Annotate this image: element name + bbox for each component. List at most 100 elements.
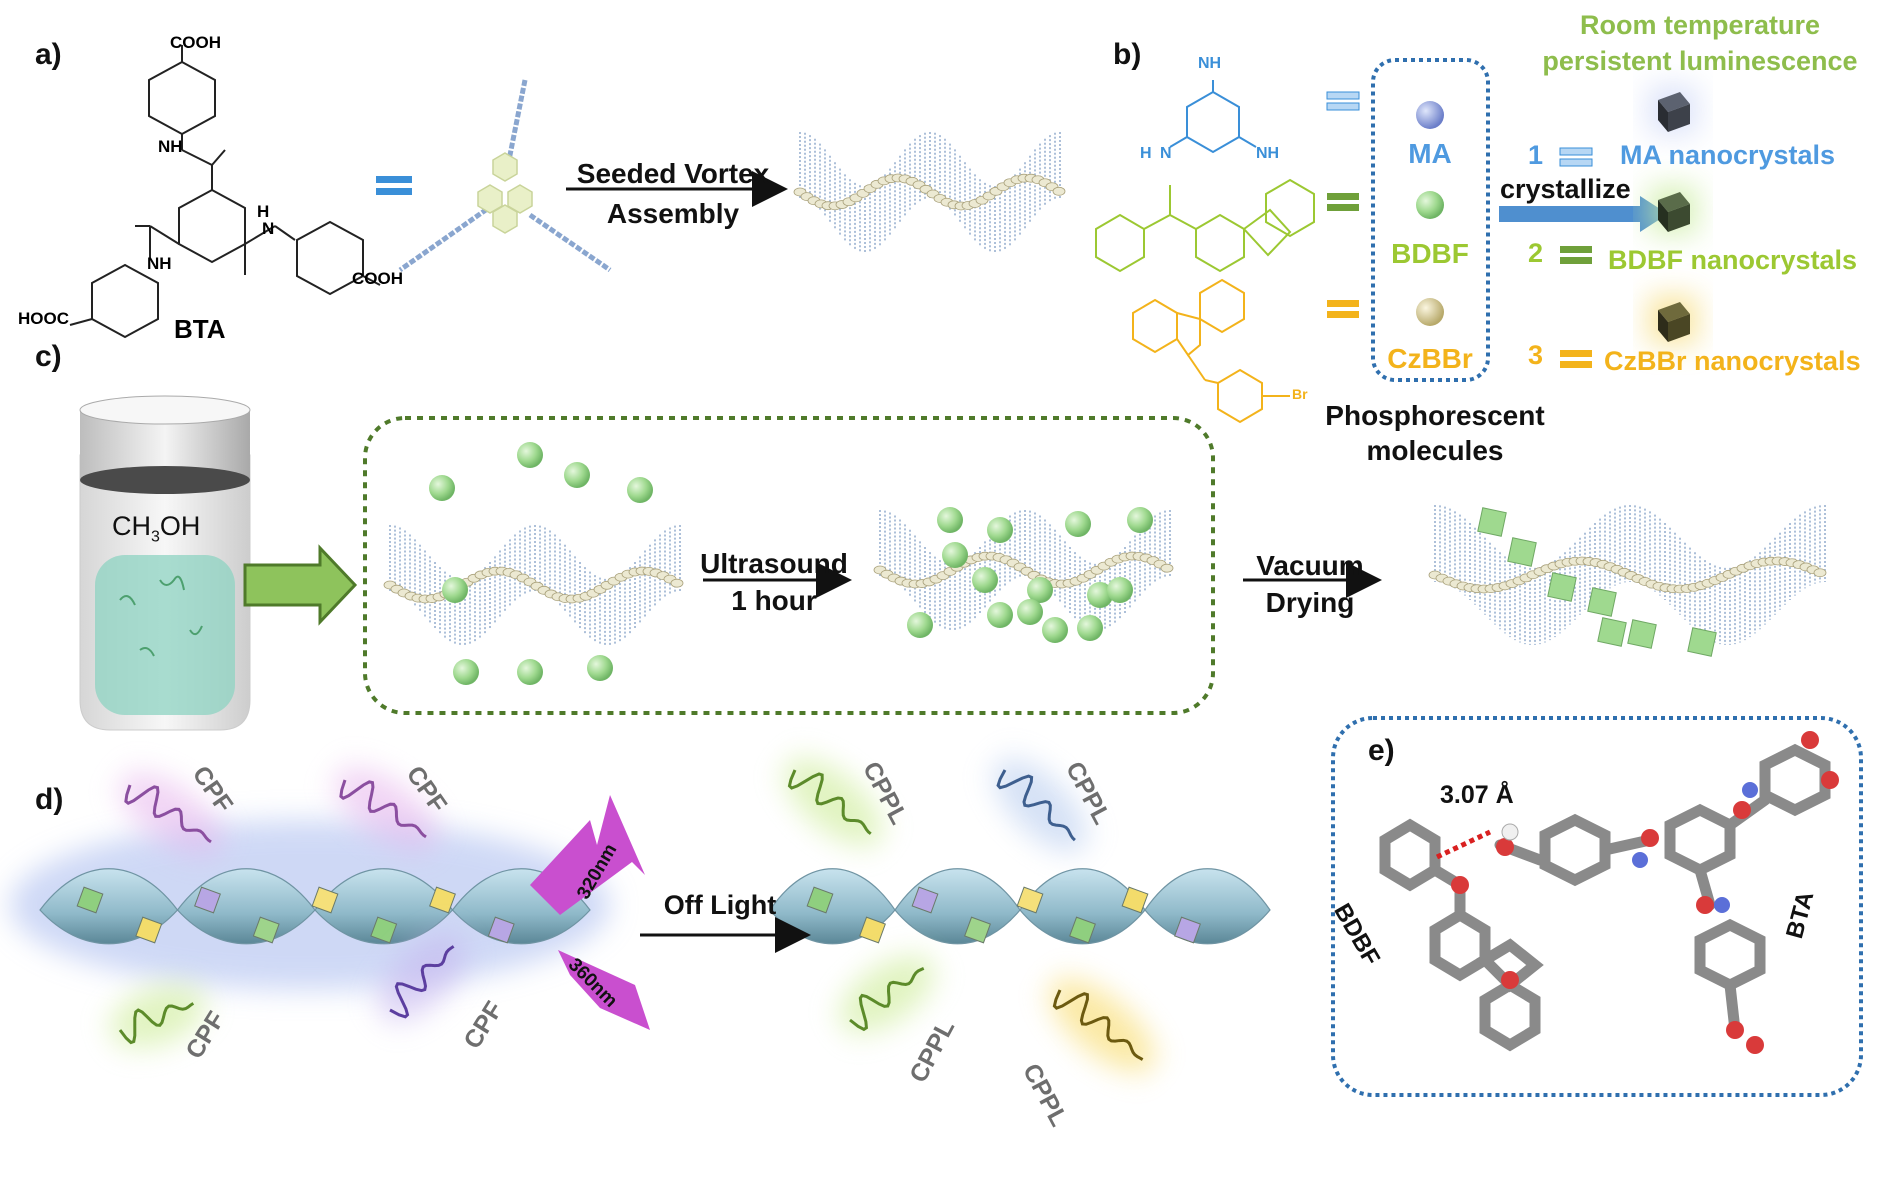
nanocrystal-cube xyxy=(1687,627,1717,657)
molecule-ball xyxy=(442,577,468,603)
ma-nh2-right: NH xyxy=(1256,145,1280,162)
ma-h2n-left-h: H xyxy=(1140,145,1152,162)
molecule-ball xyxy=(1065,511,1091,537)
bta-cooh-top: COOH xyxy=(170,33,221,52)
molecule-ball xyxy=(1127,507,1153,533)
panel-label-d: d) xyxy=(35,783,64,816)
czbbr-ball xyxy=(1416,298,1444,326)
fiber-bundle-c3 xyxy=(1428,505,1827,645)
molecule-ball xyxy=(517,659,543,685)
fiber-bundle-c1 xyxy=(383,525,684,645)
panel-label-a: a) xyxy=(35,38,62,71)
drying-label: Drying xyxy=(1265,587,1355,618)
phosphorescent-label: Phosphorescent xyxy=(1325,400,1545,431)
product-2-label: BDBF nanocrystals xyxy=(1608,245,1858,275)
nanocrystal-cube xyxy=(1587,587,1617,617)
bta-structure xyxy=(69,45,381,339)
bta-tripod-model xyxy=(398,79,612,273)
molecule-ma-label: MA xyxy=(1408,138,1452,169)
molecule-czbbr-label: CzBBr xyxy=(1387,343,1473,374)
panel-label-e: e) xyxy=(1368,734,1395,767)
equals-icon xyxy=(376,176,412,195)
molecule-ball xyxy=(1027,577,1053,603)
assembly-label: Assembly xyxy=(606,198,740,229)
product-1-label: MA nanocrystals xyxy=(1620,140,1836,170)
molecule-ball xyxy=(972,567,998,593)
cpf-wave-2 xyxy=(334,767,438,851)
cppl-wave-4 xyxy=(1049,978,1156,1073)
rtpl-title-line2: persistent luminescence xyxy=(1542,46,1858,76)
cpf-wave-1 xyxy=(119,772,223,856)
panel-label-b: b) xyxy=(1113,38,1142,71)
bta-nh-top: NH xyxy=(158,137,183,156)
crystallize-arrow xyxy=(1499,196,1668,232)
molecule-ball xyxy=(942,542,968,568)
bta-hooc-left: HOOC xyxy=(18,309,69,328)
bdbf-ball xyxy=(1416,191,1444,219)
molecule-ball xyxy=(564,462,590,488)
molecule-bdbf-label: BDBF xyxy=(1391,238,1469,269)
molecule-ball xyxy=(1077,615,1103,641)
molecule-ball xyxy=(1107,577,1133,603)
product-2-num: 2 xyxy=(1528,238,1544,268)
stick-atoms xyxy=(1451,731,1839,1054)
molecule-ball xyxy=(987,517,1013,543)
ma-ball xyxy=(1416,101,1444,129)
product-1-equals-icon xyxy=(1559,147,1593,167)
molecule-dotted-box xyxy=(1371,58,1490,382)
hydrogen-bond-line xyxy=(1435,829,1492,860)
nanocrystal-cube xyxy=(1597,617,1627,647)
structure-dotted-box xyxy=(1331,716,1863,1097)
ma-equals-icon xyxy=(1326,91,1360,111)
product-3-equals-icon xyxy=(1560,350,1592,368)
rtpl-title-line1: Room temperature xyxy=(1579,10,1821,40)
cppl-wave-1 xyxy=(783,758,883,847)
product-1-num: 1 xyxy=(1528,140,1544,170)
bdbf-nanocrystal-cube xyxy=(1648,185,1698,235)
product-2-equals-icon xyxy=(1560,246,1592,264)
seeded-vortex-label: Seeded Vortex xyxy=(576,158,770,189)
molecule-ball xyxy=(453,659,479,685)
uv-320-bolt xyxy=(530,795,645,915)
bta-cooh-right: COOH xyxy=(352,269,403,288)
ma-h2n-left-n: N xyxy=(1160,145,1172,162)
molecule-ball xyxy=(987,602,1013,628)
fiber-bundle-c2 xyxy=(873,510,1174,630)
czbbr-equals-icon xyxy=(1327,300,1359,318)
bdbf-structure xyxy=(1095,178,1315,273)
vial-label: CH3OH xyxy=(112,511,201,546)
product-3-label: CzBBr nanocrystals xyxy=(1604,346,1861,376)
crystallize-label: crystallize xyxy=(1500,174,1631,204)
helix-group xyxy=(383,132,1827,645)
ribbons xyxy=(39,868,1271,945)
molecule-ball xyxy=(1087,582,1113,608)
bta-name: BTA xyxy=(174,314,226,344)
molecule-ball xyxy=(1042,617,1068,643)
czbbr-structure xyxy=(1132,278,1290,424)
off-light-label: Off Light xyxy=(663,890,777,920)
molecule-ball xyxy=(907,612,933,638)
czbbr-nanocrystal-cube xyxy=(1648,295,1698,345)
process-dashed-box xyxy=(363,416,1215,715)
ultrasound-label: Ultrasound xyxy=(700,548,848,579)
panel-label-c: c) xyxy=(35,340,62,373)
nanocrystal-cube xyxy=(1477,507,1507,537)
emission-waves xyxy=(109,758,1156,1073)
molecule-ball xyxy=(937,507,963,533)
uv-360-bolt xyxy=(558,950,650,1030)
process-arrow xyxy=(243,544,358,626)
methanol-vial xyxy=(79,395,251,731)
ma-nh2-top: NH xyxy=(1198,55,1222,72)
bta-n-right: N xyxy=(262,219,275,238)
cppl-wave-3 xyxy=(839,955,935,1034)
distance-label: 3.07 Å xyxy=(1440,781,1514,809)
molecule-ball xyxy=(627,477,653,503)
cppl-wave-2 xyxy=(993,758,1088,853)
ma-structure xyxy=(1169,80,1257,154)
product-3-num: 3 xyxy=(1528,340,1544,370)
vacuum-label: Vacuum xyxy=(1256,550,1364,581)
ribbon-right xyxy=(769,868,1271,945)
bdbf-equals-icon xyxy=(1327,193,1359,211)
czbbr-br: Br xyxy=(1292,386,1308,402)
